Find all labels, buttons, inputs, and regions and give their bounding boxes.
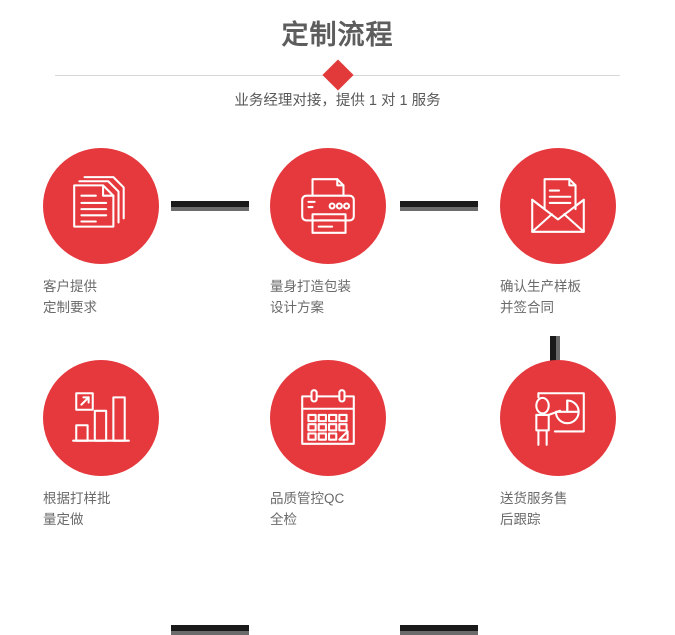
flow-step-6[interactable]: 送货服务售 后跟踪 (442, 360, 672, 545)
connector-shadow (171, 631, 249, 635)
step-icon-circle (270, 360, 386, 476)
envelope-letter-icon (531, 178, 585, 233)
flow-step-1[interactable]: 客户提供 定制要求 (0, 148, 215, 333)
page-header: 定制流程 业务经理对接，提供 1 对 1 服务 (0, 0, 675, 130)
flow-step-3[interactable]: 确认生产样板 并签合同 (442, 148, 672, 333)
presenter-pie-chart-icon (535, 392, 585, 446)
connector-horizontal (400, 625, 478, 635)
flow-step-label: 品质管控QC 全检 (270, 491, 345, 527)
connector-vertical (550, 336, 560, 376)
connector-bar (400, 201, 478, 207)
flow-row-2: 根据打样批 量定做 (0, 360, 675, 635)
flow-step-label: 送货服务售 后跟踪 (500, 491, 568, 527)
documents-stack-icon (73, 176, 125, 228)
bar-chart-growth-icon (72, 392, 130, 442)
connector-shadow (171, 207, 249, 211)
connector-horizontal (400, 201, 478, 211)
flow-step-label: 根据打样批 量定做 (43, 491, 111, 527)
flow-step-5[interactable]: 品质管控QC 全检 (212, 360, 442, 545)
title-divider (0, 59, 675, 92)
connector-shadow (556, 336, 560, 376)
flow-step-label: 客户提供 定制要求 (43, 279, 97, 315)
page-title: 定制流程 (281, 20, 394, 50)
step-icon-circle (270, 148, 386, 264)
connector-horizontal (171, 201, 249, 211)
step-icon-circle (43, 360, 159, 476)
connector-horizontal (171, 625, 249, 635)
connector-shadow (400, 207, 478, 211)
process-flow: 客户提供 定制要求 (0, 148, 675, 635)
flow-step-label: 确认生产样板 并签合同 (500, 279, 581, 315)
step-icon-circle (500, 360, 616, 476)
flow-row-1: 客户提供 定制要求 (0, 148, 675, 333)
connector-bar (550, 336, 556, 376)
flow-step-label: 量身打造包装 设计方案 (270, 279, 351, 315)
connector-shadow (400, 631, 478, 635)
calendar-icon (301, 389, 355, 445)
page-subtitle: 业务经理对接，提供 1 对 1 服务 (234, 93, 441, 109)
step-icon-circle (43, 148, 159, 264)
step-icon-circle (500, 148, 616, 264)
diamond-marker-icon (321, 59, 354, 91)
flow-step-4[interactable]: 根据打样批 量定做 (0, 360, 215, 545)
connector-bar (171, 201, 249, 207)
flow-step-2[interactable]: 量身打造包装 设计方案 (212, 148, 442, 333)
printer-icon (301, 178, 355, 234)
